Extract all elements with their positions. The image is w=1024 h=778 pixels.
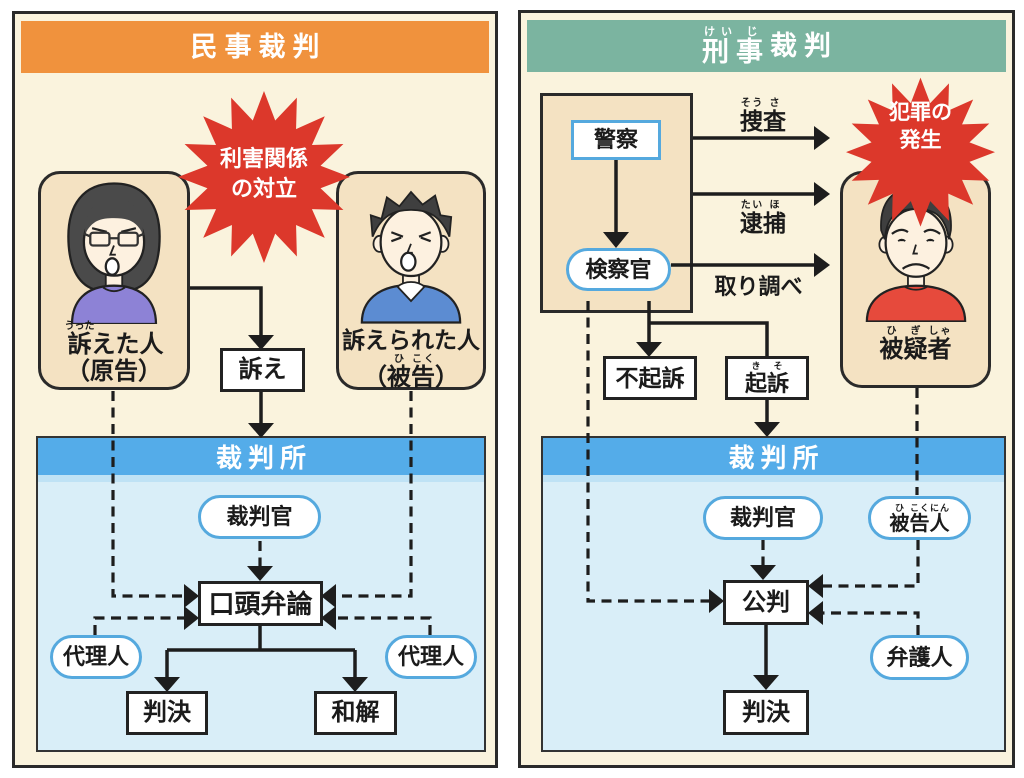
crime-burst-line1: 犯罪の — [889, 101, 952, 124]
oral-argument-box: 口頭弁論 — [198, 581, 323, 626]
civil-defendant-person-icon — [360, 190, 462, 324]
starburst-shape — [178, 91, 350, 264]
starburst-shape — [846, 77, 995, 227]
plaintiff-illustration — [41, 178, 187, 324]
criminal-judge-oval: 裁判官 — [703, 496, 823, 540]
criminal-panel-title: 刑けい事じ裁判 — [527, 20, 1006, 72]
criminal-court-title: 裁判所 — [543, 438, 1004, 482]
conflict-burst-line2: の対立 — [230, 176, 297, 201]
indictment-box: 起き訴そ — [725, 356, 809, 400]
plaintiff-name: 訴うったえた人 — [64, 321, 164, 358]
civil-panel-title: 民事裁判 — [21, 21, 489, 73]
civil-defendant-name: 訴えられた人 — [342, 327, 480, 353]
conflict-starburst: 利害関係 の対立 — [178, 88, 350, 266]
police-box: 警察 — [571, 120, 661, 160]
non-indictment-box: 不起訴 — [603, 356, 697, 400]
civil-defendant-paren: （被ひ告こく） — [363, 354, 459, 391]
plaintiff-paren: （原告） — [66, 358, 162, 385]
suit-box: 訴え — [220, 348, 305, 392]
civil-trial-panel: 民事裁判 裁判所 — [12, 11, 498, 768]
civil-judgment-box: 判決 — [126, 691, 208, 735]
crime-burst-line2: 発生 — [899, 129, 942, 152]
crime-starburst: 犯罪の 発生 — [846, 75, 995, 227]
civil-judge-oval: 裁判官 — [198, 495, 321, 539]
trial-box: 公判 — [723, 580, 809, 625]
counsel-oval: 弁護人 — [870, 635, 969, 680]
civil-defendant-illustration — [339, 178, 483, 324]
agent-right-oval: 代理人 — [385, 635, 477, 679]
suspect-label: 被ひ疑ぎ者しゃ — [879, 326, 952, 363]
prosecutor-oval: 検察官 — [566, 248, 671, 291]
criminal-judgment-box: 判決 — [723, 690, 809, 735]
plaintiff-card: 訴うったえた人 （原告） — [38, 171, 190, 390]
interrogation-label: 取り調べ — [714, 274, 803, 299]
investigation-label: 捜そう査さ — [740, 98, 786, 134]
agent-left-oval: 代理人 — [50, 635, 142, 679]
criminal-trial-panel: 刑けい事じ裁判 裁判所 — [518, 10, 1015, 768]
settlement-box: 和解 — [314, 691, 397, 735]
criminal-defendant-oval: 被ひ告こく人にん — [868, 496, 971, 540]
civil-defendant-card: 訴えられた人 （被ひ告こく） — [336, 171, 486, 391]
plaintiff-person-icon — [67, 182, 161, 324]
conflict-burst-line1: 利害関係 — [219, 146, 308, 171]
civil-court-title: 裁判所 — [38, 438, 484, 482]
arrest-label: 逮たい捕ほ — [740, 200, 786, 236]
